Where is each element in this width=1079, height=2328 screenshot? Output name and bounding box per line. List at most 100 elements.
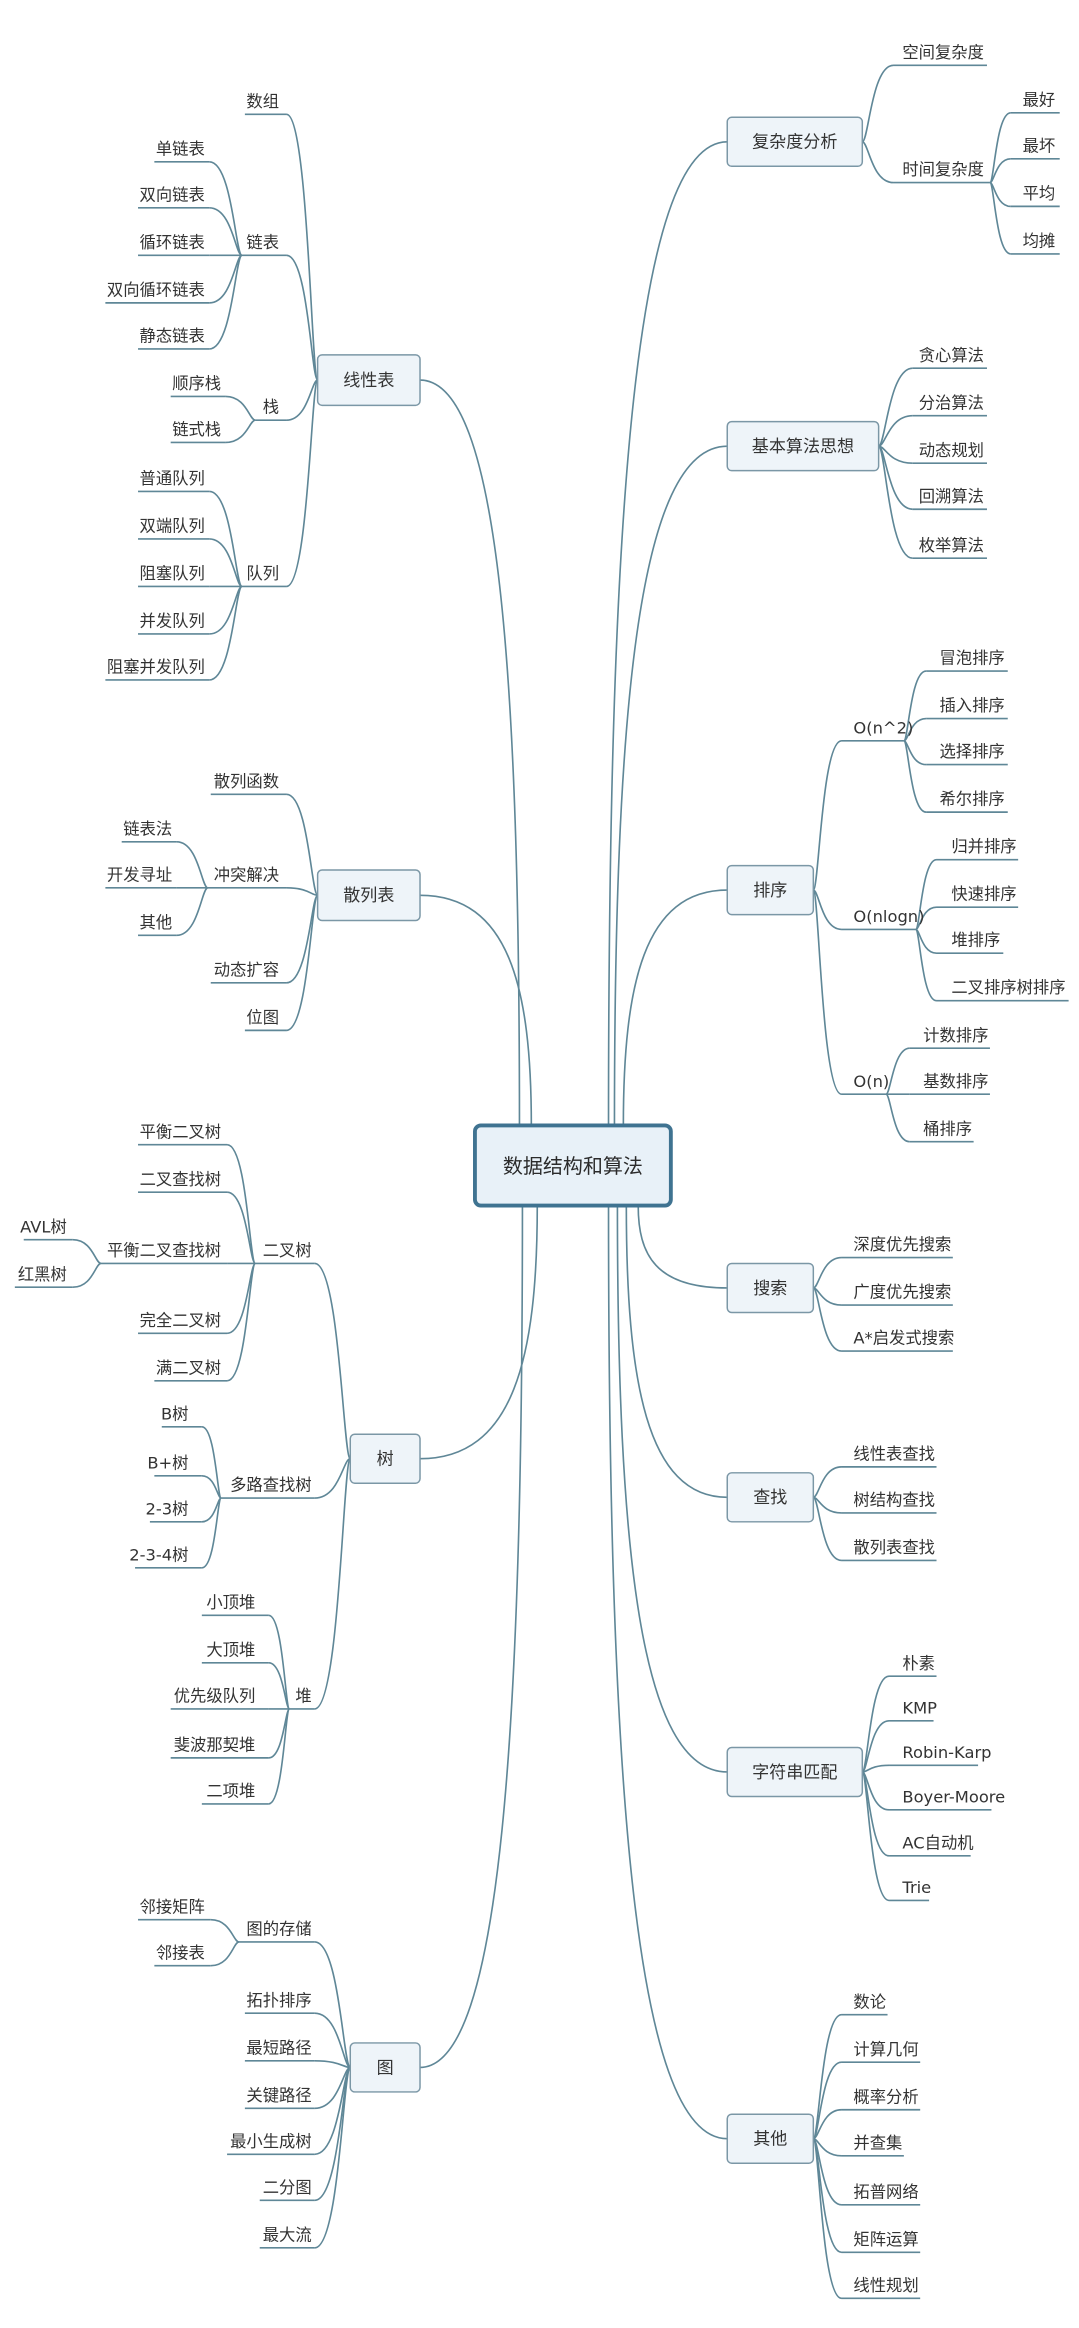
topic-node[interactable]: 2-3-4树	[129, 1545, 202, 1569]
topic-node[interactable]: 二叉查找树	[138, 1170, 228, 1194]
topic-node[interactable]: 邻接矩阵	[138, 1897, 211, 1921]
topic-node[interactable]: 树结构查找	[841, 1490, 937, 1514]
topic-node[interactable]: 动态扩容	[210, 960, 287, 984]
main-topic[interactable]: 基本算法思想	[726, 420, 880, 472]
topic-node[interactable]: 堆	[289, 1686, 315, 1710]
topic-node[interactable]: 静态链表	[138, 326, 210, 350]
topic-node[interactable]: 最小生成树	[227, 2132, 315, 2156]
topic-node[interactable]: 希尔排序	[926, 790, 1008, 813]
topic-node[interactable]: 冒泡排序	[926, 649, 1008, 672]
topic-node[interactable]: B+树	[147, 1453, 202, 1477]
main-topic-box[interactable]	[316, 354, 421, 407]
topic-node[interactable]: 多路查找树	[221, 1476, 315, 1499]
topic-node[interactable]: 链表	[241, 233, 287, 257]
topic-node[interactable]: 循环链表	[138, 233, 210, 257]
topic-node[interactable]: 大顶堆	[201, 1640, 269, 1664]
topic-node[interactable]: 插入排序	[926, 696, 1008, 720]
topic-node[interactable]: 线性规划	[841, 2276, 921, 2300]
topic-node[interactable]: 数论	[841, 1992, 888, 2016]
topic-node[interactable]: 最大流	[259, 2225, 315, 2249]
main-topic[interactable]: 搜索	[726, 1262, 815, 1314]
topic-node[interactable]: Boyer-Moore	[889, 1787, 1005, 1811]
topic-node[interactable]: 其他	[138, 913, 177, 937]
topic-node[interactable]: 回溯算法	[912, 487, 987, 511]
root-box[interactable]	[473, 1123, 673, 1208]
topic-node[interactable]: 完全二叉树	[138, 1311, 228, 1335]
main-topic-box[interactable]	[726, 1262, 815, 1314]
topic-node[interactable]: 拓普网络	[841, 2182, 921, 2206]
main-topic-box[interactable]	[726, 1746, 864, 1798]
main-topic[interactable]: 图	[349, 2042, 421, 2093]
topic-node[interactable]: 数组	[244, 92, 287, 116]
main-topic-box[interactable]	[349, 1433, 421, 1484]
topic-node[interactable]: 双向循环链表	[105, 280, 210, 304]
topic-node[interactable]: 广度优先搜索	[841, 1283, 953, 1306]
root-node[interactable]: 数据结构和算法	[473, 1123, 673, 1208]
main-topic[interactable]: 复杂度分析	[726, 116, 864, 168]
topic-node[interactable]: 堆排序	[936, 931, 1004, 954]
topic-node[interactable]: 队列	[241, 564, 287, 588]
topic-node[interactable]: 计数排序	[909, 1026, 990, 1050]
topic-node[interactable]: 二项堆	[201, 1781, 269, 1805]
topic-node[interactable]: 快速排序	[936, 885, 1019, 908]
topic-node[interactable]: 邻接表	[154, 1943, 211, 1967]
topic-node[interactable]: 时间复杂度	[893, 160, 990, 184]
topic-node[interactable]: 二叉树	[255, 1241, 315, 1265]
main-topic-box[interactable]	[316, 869, 421, 922]
topic-node[interactable]: 分治算法	[912, 393, 987, 417]
topic-node[interactable]: 矩阵运算	[841, 2230, 921, 2254]
topic-node[interactable]: B树	[161, 1404, 202, 1428]
main-topic[interactable]: 排序	[726, 864, 815, 916]
topic-node[interactable]: 开发寻址	[105, 865, 177, 889]
topic-node[interactable]: 均摊	[1010, 231, 1060, 255]
topic-node[interactable]: 线性表查找	[841, 1444, 937, 1468]
topic-node[interactable]: KMP	[889, 1698, 937, 1722]
topic-node[interactable]: 最好	[1010, 90, 1060, 114]
topic-node[interactable]: 链式栈	[170, 420, 226, 444]
topic-node[interactable]: Robin-Karp	[889, 1743, 992, 1767]
topic-node[interactable]: 平均	[1010, 184, 1060, 208]
topic-node[interactable]: 斐波那契堆	[170, 1735, 269, 1759]
topic-node[interactable]: AVL树	[20, 1217, 73, 1241]
main-topic[interactable]: 树	[349, 1433, 421, 1484]
topic-node[interactable]: 散列表查找	[841, 1538, 937, 1562]
main-topic[interactable]: 其他	[726, 2113, 815, 2164]
topic-node[interactable]: 枚举算法	[912, 536, 987, 560]
main-topic[interactable]: 线性表	[316, 354, 421, 407]
topic-node[interactable]: 归并排序	[936, 837, 1019, 861]
main-topic[interactable]: 散列表	[316, 869, 421, 922]
topic-node[interactable]: 小顶堆	[201, 1593, 269, 1617]
topic-node[interactable]: 拓扑排序	[244, 1991, 315, 2015]
topic-node[interactable]: A*启发式搜索	[841, 1329, 955, 1352]
topic-node[interactable]: 冲突解决	[207, 865, 287, 889]
topic-node[interactable]: 位图	[244, 1008, 287, 1032]
topic-node[interactable]: 双向链表	[138, 185, 210, 209]
topic-node[interactable]: 阻塞并发队列	[105, 658, 210, 681]
topic-node[interactable]: AC自动机	[889, 1833, 974, 1857]
topic-node[interactable]: 栈	[255, 398, 287, 421]
main-topic-box[interactable]	[726, 420, 880, 472]
topic-node[interactable]: 深度优先搜索	[841, 1235, 953, 1259]
main-topic[interactable]: 字符串匹配	[726, 1746, 864, 1798]
main-topic-box[interactable]	[726, 1472, 815, 1523]
topic-node[interactable]: 并查集	[841, 2133, 904, 2157]
topic-node[interactable]: O(n^2)	[841, 718, 914, 742]
topic-node[interactable]: O(nlogn)	[841, 907, 925, 931]
main-topic-box[interactable]	[726, 116, 864, 168]
main-topic-box[interactable]	[726, 2113, 815, 2164]
main-topic[interactable]: 查找	[726, 1472, 815, 1523]
topic-node[interactable]: 单链表	[154, 139, 210, 163]
topic-node[interactable]: 概率分析	[841, 2087, 921, 2111]
topic-node[interactable]: 桶排序	[909, 1119, 974, 1143]
topic-node[interactable]: 最短路径	[244, 2038, 315, 2062]
topic-node[interactable]: 平衡二叉查找树	[100, 1241, 228, 1265]
topic-node[interactable]: 阻塞队列	[138, 564, 210, 588]
topic-node[interactable]: 图的存储	[238, 1920, 315, 1943]
topic-node[interactable]: 优先级队列	[170, 1686, 269, 1710]
topic-node[interactable]: 链表法	[121, 819, 177, 843]
main-topic-box[interactable]	[726, 864, 815, 916]
topic-node[interactable]: 选择排序	[926, 742, 1008, 766]
topic-node[interactable]: Trie	[889, 1878, 931, 1902]
topic-node[interactable]: 关键路径	[244, 2086, 315, 2110]
topic-node[interactable]: 双端队列	[138, 517, 210, 540]
